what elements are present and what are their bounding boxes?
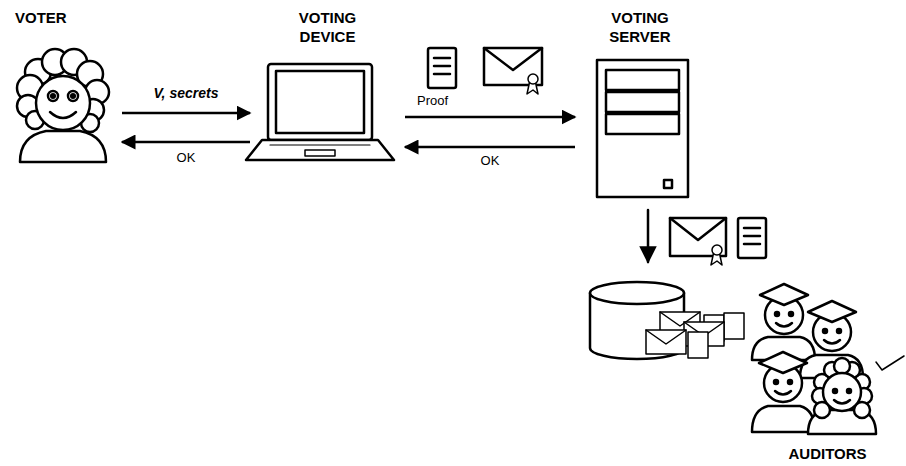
voter-figure-part [20,131,106,162]
actor-node: VOTING DEVICE [250,8,405,163]
server-tower [597,60,688,197]
voter-figure [17,49,109,162]
signed-envelope [484,48,542,94]
actor-node: VOTING SERVER [575,8,705,200]
laptop-icon-part [305,150,335,156]
stored-ballots-part [646,330,686,354]
auditor-figure [800,301,863,378]
check-mark [876,356,904,370]
auditor-figure [752,284,815,360]
auditor-figure-part [800,355,863,378]
actor-node: VOTER [10,8,122,163]
signed-envelope-part [528,74,538,84]
message-label: OK [481,153,500,169]
voter-figure-part [36,76,90,130]
proof-document [428,48,456,88]
voter-figure-part [71,94,75,98]
voter-figure-part [51,94,55,98]
actor-heading: VOTING DEVICE [283,8,373,46]
proof-document-part [434,65,450,68]
message-arrow [405,146,575,149]
signed-envelope [670,218,726,265]
stored-ballots [646,312,744,358]
laptop-icon [246,64,394,160]
message-arrow [405,116,575,119]
voter-figure-part [68,91,78,101]
proof-document-part [434,73,450,76]
server-tower-part [606,92,679,112]
server-tower-part [606,70,679,90]
signed-envelope-part [484,48,542,70]
signed-envelope-part [712,245,722,255]
laptop-icon-part [276,71,364,133]
stored-ballots-part [724,313,744,339]
judge-figure-part [823,373,861,411]
voter-figure-part [50,112,76,118]
judge-figure-part [834,358,850,374]
stored-ballots-part [688,332,708,358]
server-tower-part [606,114,679,134]
auditor-figure-part [788,380,792,384]
auditor-figure-part [789,312,793,316]
proof-document-part [434,57,450,60]
icon-caption: Proof [417,93,448,109]
stored-ballots-part [646,330,686,344]
proof-document-part [428,48,456,88]
judge-figure [808,358,876,434]
auditor-figure-part [752,406,815,432]
proof-document-part [744,235,760,238]
store-arrow [647,210,650,262]
laptop-icon-part [270,144,370,145]
actor-heading: VOTING SERVER [595,8,685,46]
auditor-figure [752,352,815,432]
auditor-figure-part [776,323,792,327]
message-arrow [122,112,250,115]
actor-heading: VOTER [15,8,115,27]
proof-document-part [744,227,760,230]
proof-document-part [744,243,760,246]
signed-envelope-part [670,218,726,256]
auditor-figure-part [808,301,856,322]
auditor-figure-part [837,329,841,333]
auditor-figure-part [774,380,778,384]
actor-heading: AUDITORS [758,444,898,463]
message-label: OK [177,150,196,166]
signed-envelope-part [670,218,726,240]
judge-figure-part [847,389,851,393]
auditor-figure-part [823,329,827,333]
ballot-database-part [590,282,684,304]
laptop-icon-part [246,140,394,160]
judge-figure-part [834,400,850,404]
laptop-icon-part [268,64,372,140]
signed-envelope-part [484,48,542,85]
judge-figure-part [833,389,837,393]
auditor-figure-part [760,284,808,305]
voter-figure-part [48,91,58,101]
auditor-figure-part [775,312,779,316]
auditor-figure-part [824,340,840,344]
server-tower-part [664,180,672,188]
auditor-figure-part [775,391,791,395]
actor-node: AUDITORS [755,275,900,463]
auditor-figure-part [759,352,807,373]
proof-document-part [738,218,766,258]
proof-document [738,218,766,258]
server-tower-part [597,60,688,197]
message-label: V, secrets [154,85,219,101]
message-arrow [122,141,250,144]
